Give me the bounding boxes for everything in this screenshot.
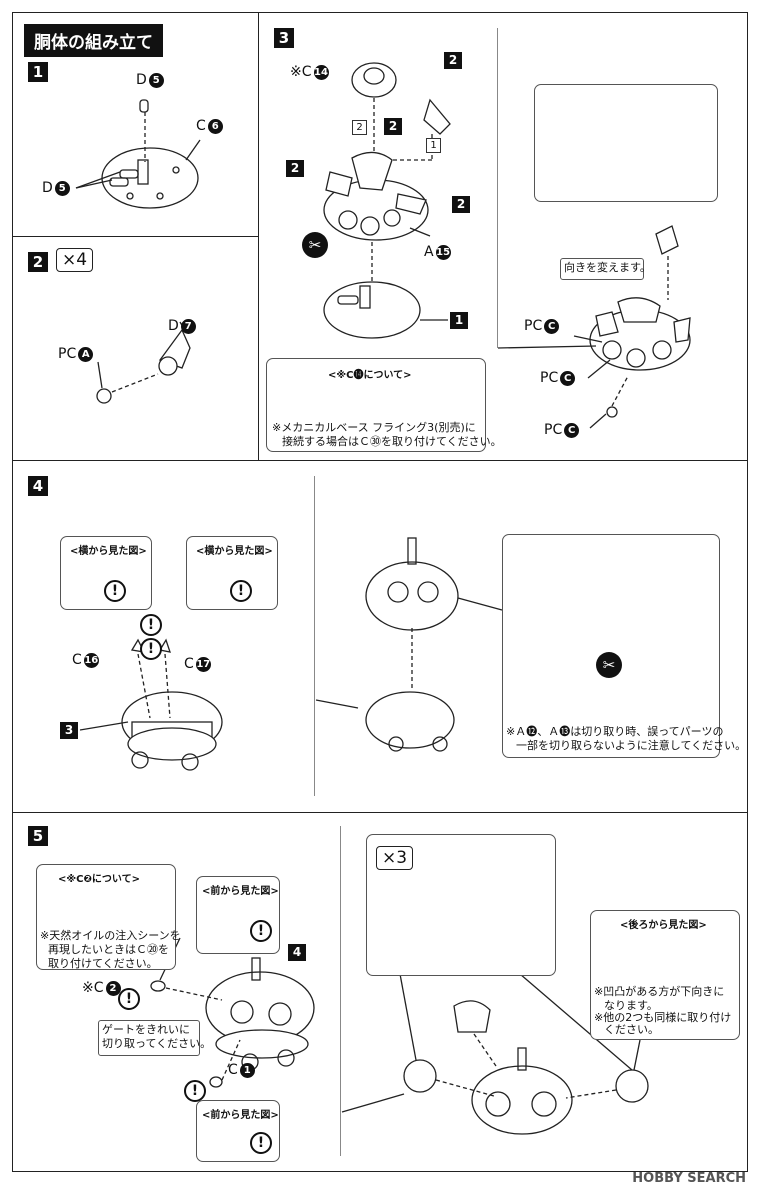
callout-text: 切り取ってください。: [102, 1037, 212, 1050]
note-text: ※メカニカルベース フライング3(別売)に: [272, 421, 476, 434]
note-box: [266, 358, 486, 452]
step-number: 5: [28, 826, 48, 846]
view-box: [590, 910, 740, 1040]
note-text: ※凹凸がある方が下向きに: [594, 985, 725, 998]
view-heading: <前から見た図>: [202, 886, 279, 897]
warning-icon: !: [104, 580, 126, 602]
divider: [12, 812, 748, 813]
view-heading: <横から見た図>: [70, 546, 147, 557]
note-text: 接続する場合はＣ㉚を取り付けてください。: [282, 435, 502, 448]
callout-box: [98, 1020, 200, 1056]
note-heading: <※C⓮について>: [328, 370, 412, 381]
detail-box: [534, 84, 718, 202]
callout-text: 向きを変えます。: [564, 261, 651, 274]
step-number: 1: [28, 62, 48, 82]
warning-icon: !: [250, 920, 272, 942]
caution-text: 一部を切り取らないように注意してください。: [516, 739, 747, 752]
divider: [12, 460, 748, 461]
manual-sheet: [12, 12, 748, 1172]
step-number: 2: [28, 252, 48, 272]
watermark: HOBBY SEARCH: [632, 1171, 746, 1186]
view-heading: <後ろから見た図>: [620, 920, 707, 931]
assembly-ref: 1: [450, 312, 468, 329]
assembly-ref: 4: [288, 944, 306, 961]
nipper-icon: ✂: [596, 652, 622, 678]
assembly-ref: 2: [444, 52, 462, 69]
note-text: ください。: [604, 1023, 659, 1036]
note-text: なります。: [604, 999, 658, 1012]
assembly-ref: 2: [286, 160, 304, 177]
warning-icon: !: [140, 614, 162, 636]
callout-text: ゲートをきれいに: [102, 1023, 190, 1036]
warning-icon: !: [118, 988, 140, 1010]
order-ref: 2: [352, 120, 367, 135]
multiplier: ×3: [376, 846, 414, 870]
divider: [314, 476, 315, 796]
order-ref: 1: [426, 138, 441, 153]
note-heading: <※C❷について>: [58, 874, 140, 885]
section-title: 胴体の組み立て: [24, 24, 163, 57]
divider: [12, 236, 258, 237]
view-heading: <前から見た図>: [202, 1110, 279, 1121]
step-number: 3: [274, 28, 294, 48]
note-text: 再現したいときはＣ⑳を: [48, 943, 169, 956]
note-text: ※他の2つも同様に取り付け: [594, 1011, 732, 1024]
divider: [340, 826, 341, 1156]
warning-icon: !: [230, 580, 252, 602]
warning-icon: !: [250, 1132, 272, 1154]
view-heading: <横から見た図>: [196, 546, 273, 557]
assembly-ref: 2: [384, 118, 402, 135]
note-box: [36, 864, 176, 970]
detail-box: [366, 834, 556, 976]
detail-box: [502, 534, 720, 758]
caution-text: ※Ａ⓬、Ａ⓭は切り取り時、誤ってパーツの: [506, 725, 724, 738]
divider: [497, 28, 498, 348]
callout-box: [560, 258, 644, 280]
step-number: 4: [28, 476, 48, 496]
note-text: ※天然オイルの注入シーンを: [40, 929, 181, 942]
view-box: [196, 876, 280, 954]
multiplier: ×4: [56, 248, 94, 272]
note-text: 取り付けてください。: [48, 957, 158, 970]
warning-icon: !: [140, 638, 162, 660]
divider: [258, 12, 259, 460]
nipper-icon: ✂: [302, 232, 328, 258]
assembly-ref: 2: [452, 196, 470, 213]
assembly-ref: 3: [60, 722, 78, 739]
warning-icon: !: [184, 1080, 206, 1102]
